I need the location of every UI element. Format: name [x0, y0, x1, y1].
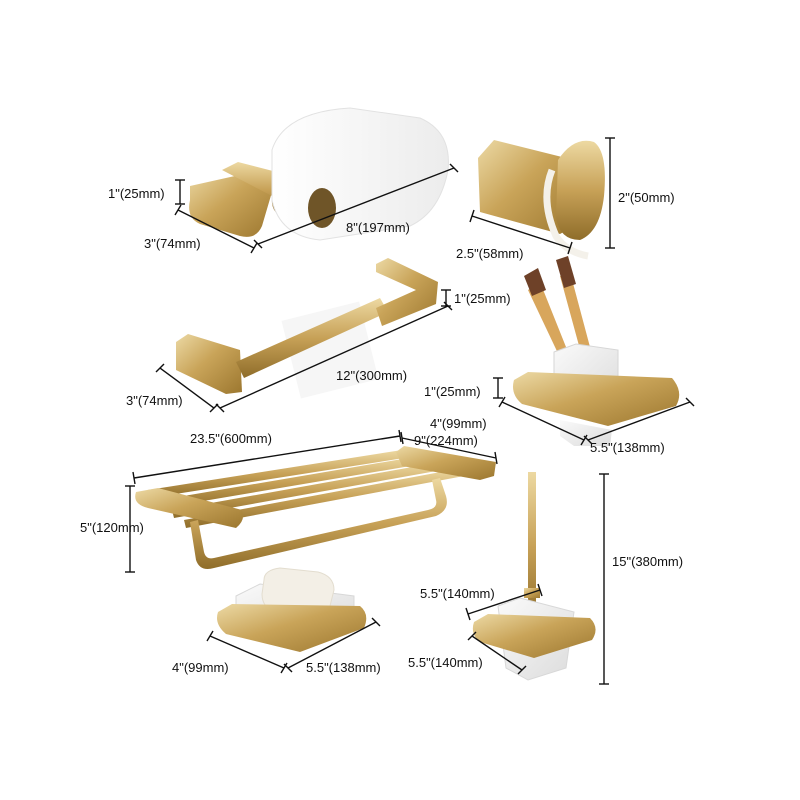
- tp-height-label: 1"(25mm): [108, 186, 165, 201]
- bar-height-label: 1"(25mm): [454, 291, 511, 306]
- tb-depth-dimension: 4"(99mm): [430, 396, 588, 446]
- paper-roll-core: [308, 188, 336, 228]
- soap-width-dimension: 5.5"(138mm): [283, 617, 381, 675]
- hook-height-label: 2"(50mm): [618, 190, 675, 205]
- bar-width-dimension: 12"(300mm): [215, 301, 453, 413]
- toothbrush-1-bristles: [524, 268, 546, 296]
- robe-hook-cap: [556, 140, 605, 240]
- bar-width-label: 12"(300mm): [336, 368, 407, 383]
- towel-bar-left-mount: [176, 334, 242, 394]
- bar-depth-label: 3"(74mm): [126, 393, 183, 408]
- brush-cup-width-label: 5.5"(140mm): [420, 586, 495, 601]
- brush-base-depth-label: 5.5"(140mm): [408, 655, 483, 670]
- towel-bar: [176, 258, 438, 399]
- shelf-front-rail: [135, 488, 244, 528]
- tp-width-dimension: 8"(197mm): [253, 163, 459, 249]
- tp-depth-label: 3"(74mm): [144, 236, 201, 251]
- toothbrush-holder: [513, 256, 680, 446]
- shelf-height-dimension: 5"(120mm): [80, 485, 144, 573]
- soap-dish: [217, 567, 367, 652]
- toothbrush-2-bristles: [556, 256, 576, 288]
- bar-depth-dimension: 3"(74mm): [126, 363, 219, 413]
- soap-depth-label: 4"(99mm): [172, 660, 229, 675]
- brush-holder-base: [472, 614, 596, 658]
- shelf-wall-mount: [396, 446, 496, 480]
- shelf-height-label: 5"(120mm): [80, 520, 144, 535]
- tb-width-label: 5.5"(138mm): [590, 440, 665, 455]
- toothbrush-1: [528, 282, 572, 366]
- toilet-brush-holder: [472, 472, 596, 681]
- robe-hook-base: [478, 140, 578, 234]
- toothbrush-cup-bottom: [560, 420, 612, 446]
- robe-hook-rope: [543, 168, 589, 260]
- soap-depth-dimension: 4"(99mm): [172, 630, 288, 675]
- tb-height-dimension: 1"(25mm): [424, 377, 503, 399]
- tb-width-dimension: 5.5"(138mm): [583, 397, 695, 455]
- shelf-rail-3: [172, 462, 442, 518]
- tp-width-label: 8"(197mm): [346, 220, 410, 235]
- shelf-depth-label: 9"(224mm): [414, 433, 478, 448]
- brush-base-depth-dimension: 5.5"(140mm): [408, 631, 527, 675]
- towel-rack-shelf: [135, 446, 496, 569]
- shelf-depth-dimension: 9"(224mm): [400, 431, 498, 465]
- soap-width-label: 5.5"(138mm): [306, 660, 381, 675]
- hook-depth-label: 2.5"(58mm): [456, 246, 523, 261]
- brush-height-dimension: 15"(380mm): [599, 473, 683, 685]
- tb-height-label: 1"(25mm): [424, 384, 481, 399]
- shelf-hanging-bar: [190, 478, 447, 569]
- brush-height-label: 15"(380mm): [612, 554, 683, 569]
- hook-height-dimension: 2"(50mm): [605, 137, 675, 249]
- paper-holder-base: [189, 170, 273, 237]
- bar-height-dimension: 1"(25mm): [441, 289, 511, 307]
- brush-handle: [528, 472, 536, 622]
- brush-cup-width-dimension: 5.5"(140mm): [420, 583, 543, 621]
- tp-height-dimension: 1"(25mm): [108, 179, 185, 205]
- shelf-width-label: 23.5"(600mm): [190, 431, 272, 446]
- shelf-rail-4: [184, 468, 464, 528]
- tp-depth-dimension: 3"(74mm): [144, 204, 258, 254]
- shelf-rail-1: [148, 450, 404, 498]
- toothbrush-holder-base: [513, 372, 680, 426]
- shelf-rail-2: [160, 456, 422, 508]
- towel-bar-rod: [236, 298, 388, 378]
- towel-bar-right-mount: [376, 258, 438, 326]
- soap-dish-base: [217, 604, 367, 652]
- toothbrush-2: [560, 272, 594, 364]
- tb-depth-label: 4"(99mm): [430, 416, 487, 431]
- robe-hook: [478, 140, 605, 260]
- shelf-width-dimension: 23.5"(600mm): [132, 429, 402, 485]
- hook-depth-dimension: 2.5"(58mm): [456, 209, 573, 261]
